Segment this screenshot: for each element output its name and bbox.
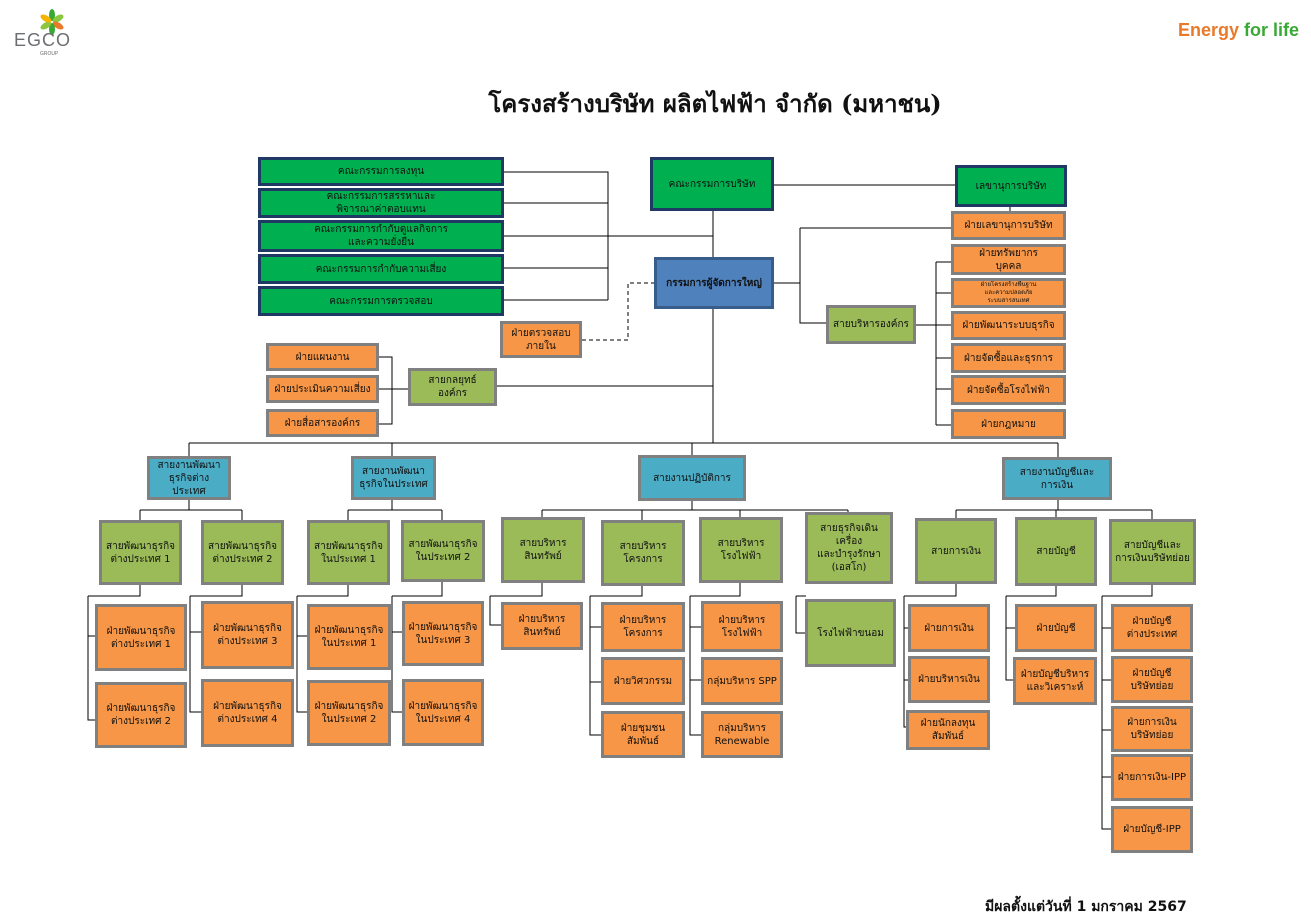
- div-overseas-2: สายพัฒนาธุรกิจ ต่างประเทศ 2: [201, 520, 284, 585]
- dept-domestic-3: ฝ่ายพัฒนาธุรกิจ ในประเทศ 3: [402, 601, 484, 666]
- group-operations: สายงานปฏิบัติการ: [638, 455, 746, 501]
- dept-internal-audit: ฝ่ายตรวจสอบ ภายใน: [500, 321, 582, 358]
- group-domestic-business: สายงานพัฒนา ธุรกิจในประเทศ: [351, 456, 436, 500]
- dept-procurement-plant: ฝ่ายจัดซื้อโรงไฟฟ้า: [951, 375, 1066, 405]
- dept-domestic-1: ฝ่ายพัฒนาธุรกิจ ในประเทศ 1: [307, 604, 391, 670]
- dept-domestic-2: ฝ่ายพัฒนาธุรกิจ ในประเทศ 2: [307, 680, 391, 746]
- dept-subsidiary-finance: ฝ่ายการเงิน บริษัทย่อย: [1111, 706, 1193, 752]
- div-domestic-2: สายพัฒนาธุรกิจ ในประเทศ 2: [401, 520, 485, 582]
- dept-business-systems: ฝ่ายพัฒนาระบบธุรกิจ: [951, 311, 1066, 340]
- dept-legal: ฝ่ายกฎหมาย: [951, 409, 1066, 439]
- dept-power-plant-management: ฝ่ายบริหาร โรงไฟฟ้า: [701, 601, 783, 652]
- dept-procurement-admin: ฝ่ายจัดซื้อและธุรการ: [951, 343, 1066, 373]
- div-subsidiary-accounting: สายบัญชีและ การเงินบริษัทย่อย: [1109, 519, 1196, 585]
- dept-planning: ฝ่ายแผนงาน: [266, 343, 379, 371]
- ceo-box: กรรมการผู้จัดการใหญ่: [654, 257, 774, 309]
- div-corporate-strategy: สายกลยุทธ์องค์กร: [408, 368, 497, 406]
- leaf-icon: [40, 9, 64, 35]
- div-om-business: สายธุรกิจเดินเครื่อง และบำรุงรักษา (เอสโ…: [805, 512, 893, 584]
- dept-overseas-3: ฝ่ายพัฒนาธุรกิจ ต่างประเทศ 3: [201, 601, 294, 669]
- dept-investor-relations: ฝ่ายนักลงทุน สัมพันธ์: [906, 710, 990, 750]
- committee-audit: คณะกรรมการตรวจสอบ: [258, 286, 504, 316]
- dept-ipp-finance: ฝ่ายการเงิน-IPP: [1111, 754, 1193, 801]
- egco-logo: [12, 8, 78, 60]
- tagline-energy: Energy: [1177, 20, 1239, 40]
- tagline: Energy for life: [1178, 20, 1299, 41]
- dept-asset-management: ฝ่ายบริหาร สินทรัพย์: [501, 602, 583, 650]
- dept-ipp-accounting: ฝ่ายบัญชี-IPP: [1111, 806, 1193, 853]
- dept-corporate-communication: ฝ่ายสื่อสารองค์กร: [266, 409, 379, 437]
- div-project-management: สายบริหาร โครงการ: [601, 520, 685, 586]
- khanom-power-plant: โรงไฟฟ้าขนอม: [805, 599, 896, 667]
- dept-accounting: ฝ่ายบัญชี: [1015, 604, 1097, 652]
- committee-nomination: คณะกรรมการสรรหาและ พิจารณาค่าตอบแทน: [258, 188, 504, 218]
- div-corporate-admin: สายบริหารองค์กร: [826, 305, 916, 344]
- company-secretary: เลขานุการบริษัท: [955, 165, 1067, 207]
- committee-governance: คณะกรรมการกำกับดูแลกิจการ และความยั่งยืน: [258, 220, 504, 252]
- div-asset-management: สายบริหาร สินทรัพย์: [501, 517, 585, 583]
- group-overseas-business: สายงานพัฒนา ธุรกิจต่างประเทศ: [147, 456, 231, 500]
- dept-spp-group: กลุ่มบริหาร SPP: [701, 657, 783, 705]
- dept-risk-assessment: ฝ่ายประเมินความเสี่ยง: [266, 375, 379, 403]
- div-power-plant-management: สายบริหาร โรงไฟฟ้า: [699, 517, 783, 583]
- dept-treasury: ฝ่ายบริหารเงิน: [908, 656, 990, 703]
- dept-finance: ฝ่ายการเงิน: [908, 604, 990, 652]
- dept-community-relations: ฝ่ายชุมชน สัมพันธ์: [601, 711, 685, 758]
- board-of-directors: คณะกรรมการบริษัท: [650, 157, 774, 211]
- dept-overseas-accounting: ฝ่ายบัญชี ต่างประเทศ: [1111, 604, 1193, 652]
- tagline-life: for life: [1243, 20, 1299, 40]
- committee-investment: คณะกรรมการลงทุน: [258, 157, 504, 186]
- logo-text: EGCO: [14, 30, 72, 50]
- dept-management-accounting: ฝ่ายบัญชีบริหาร และวิเคราะห์: [1013, 657, 1097, 705]
- dept-company-secretary: ฝ่ายเลขานุการบริษัท: [951, 211, 1066, 240]
- dept-engineering: ฝ่ายวิศวกรรม: [601, 657, 685, 705]
- effective-date: มีผลตั้งแต่วันที่ 1 มกราคม 2567: [985, 899, 1187, 915]
- dept-project-management: ฝ่ายบริหาร โครงการ: [601, 602, 685, 652]
- div-accounting: สายบัญชี: [1015, 517, 1097, 586]
- div-domestic-1: สายพัฒนาธุรกิจ ในประเทศ 1: [307, 520, 390, 585]
- dept-overseas-2: ฝ่ายพัฒนาธุรกิจ ต่างประเทศ 2: [95, 682, 187, 748]
- dept-domestic-4: ฝ่ายพัฒนาธุรกิจ ในประเทศ 4: [402, 679, 484, 746]
- dept-it-infrastructure: ฝ่ายโครงสร้างพื้นฐาน และความปลอดภัย ระบบ…: [951, 278, 1066, 308]
- logo-subtext: GROUP: [40, 51, 59, 57]
- dept-renewable-group: กลุ่มบริหาร Renewable: [701, 711, 783, 758]
- div-overseas-1: สายพัฒนาธุรกิจ ต่างประเทศ 1: [99, 520, 182, 585]
- dept-overseas-4: ฝ่ายพัฒนาธุรกิจ ต่างประเทศ 4: [201, 679, 294, 747]
- chart-title: โครงสร้างบริษัท ผลิตไฟฟ้า จำกัด (มหาชน): [488, 89, 942, 118]
- dept-human-resources: ฝ่ายทรัพยากร บุคคล: [951, 244, 1066, 275]
- group-accounting-finance: สายงานบัญชีและ การเงิน: [1002, 457, 1112, 500]
- dept-overseas-1: ฝ่ายพัฒนาธุรกิจ ต่างประเทศ 1: [95, 604, 187, 671]
- dept-subsidiary-accounting: ฝ่ายบัญชี บริษัทย่อย: [1111, 656, 1193, 703]
- div-finance: สายการเงิน: [915, 518, 997, 584]
- committee-risk: คณะกรรมการกำกับความเสี่ยง: [258, 254, 504, 284]
